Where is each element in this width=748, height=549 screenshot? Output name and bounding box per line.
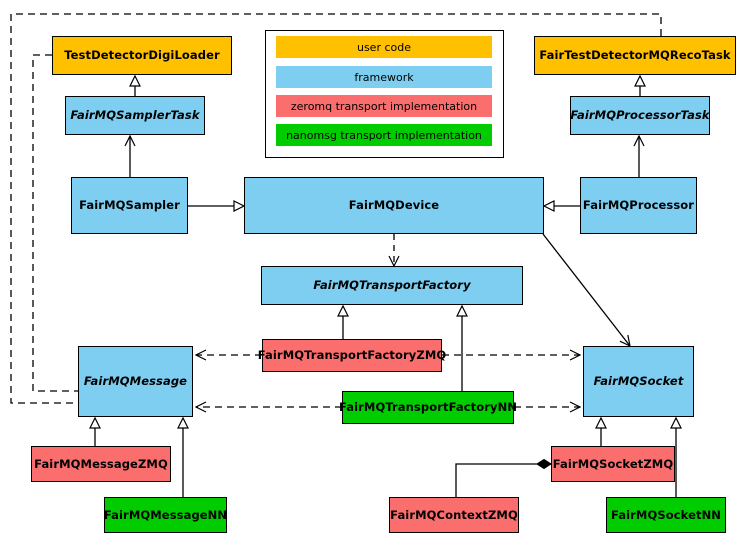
class-label: FairMQTransportFactoryNN bbox=[338, 400, 518, 415]
edge-device-to-socket bbox=[542, 233, 631, 348]
class-label: TestDetectorDigiLoader bbox=[64, 48, 220, 63]
legend-label-zeromq: zeromq transport implementation bbox=[290, 99, 478, 113]
class-label: FairMQSampler bbox=[79, 198, 180, 213]
class-label: FairMQContextZMQ bbox=[390, 507, 518, 522]
class-label: FairMQTransportFactory bbox=[313, 278, 471, 293]
class-box-fair-mq-message[interactable]: FairMQMessage bbox=[78, 346, 193, 417]
class-label: FairMQSamplerTask bbox=[70, 108, 200, 123]
class-label: FairMQDevice bbox=[348, 198, 440, 213]
class-label: FairMQSocketNN bbox=[610, 507, 722, 522]
class-label: FairMQMessageZMQ bbox=[34, 456, 168, 471]
class-label: FairMQProcessorTask bbox=[570, 108, 710, 123]
class-box-fair-mq-context-zmq[interactable]: FairMQContextZMQ bbox=[389, 497, 519, 533]
legend-swatch-user-code: user code bbox=[276, 36, 492, 58]
class-label: FairTestDetectorMQRecoTask bbox=[539, 48, 731, 63]
legend-label-framework: framework bbox=[354, 70, 414, 84]
class-box-fair-mq-message-zmq[interactable]: FairMQMessageZMQ bbox=[31, 446, 171, 482]
edge-socketzmq-composes-contextzmq bbox=[455, 458, 552, 497]
class-box-fair-mq-processor-task[interactable]: FairMQProcessorTask bbox=[570, 96, 710, 135]
class-box-fair-mq-socket[interactable]: FairMQSocket bbox=[583, 346, 694, 417]
legend-swatch-framework: framework bbox=[276, 66, 492, 88]
class-box-fair-mq-message-nn[interactable]: FairMQMessageNN bbox=[104, 497, 227, 533]
class-box-fair-mq-transport-factory[interactable]: FairMQTransportFactory bbox=[261, 266, 523, 305]
class-box-fair-mq-socket-zmq[interactable]: FairMQSocketZMQ bbox=[551, 446, 675, 482]
class-box-fair-test-detector-mq-reco-task[interactable]: FairTestDetectorMQRecoTask bbox=[534, 36, 736, 75]
class-box-test-detector-digi-loader[interactable]: TestDetectorDigiLoader bbox=[52, 36, 232, 75]
class-box-fair-mq-sampler[interactable]: FairMQSampler bbox=[71, 177, 188, 234]
legend-swatch-zeromq: zeromq transport implementation bbox=[276, 95, 492, 117]
class-box-fair-mq-socket-nn[interactable]: FairMQSocketNN bbox=[606, 497, 726, 533]
class-box-fair-mq-transport-factory-nn[interactable]: FairMQTransportFactoryNN bbox=[338, 391, 518, 424]
class-label: FairMQMessage bbox=[83, 374, 188, 389]
class-label: FairMQSocket bbox=[593, 374, 684, 389]
legend-label-nanomsg: nanomsg transport implementation bbox=[286, 128, 482, 142]
class-label: FairMQProcessor bbox=[582, 198, 695, 213]
class-label: FairMQSocketZMQ bbox=[552, 456, 674, 471]
edge-digiloader-to-message bbox=[32, 54, 188, 397]
class-box-fair-mq-device[interactable]: FairMQDevice bbox=[244, 177, 544, 234]
class-label: FairMQTransportFactoryZMQ bbox=[257, 348, 447, 363]
class-box-fair-mq-transport-factory-zmq[interactable]: FairMQTransportFactoryZMQ bbox=[258, 339, 446, 372]
class-box-fair-mq-processor[interactable]: FairMQProcessor bbox=[580, 177, 697, 234]
class-label: FairMQMessageNN bbox=[103, 507, 228, 522]
legend-label-user-code: user code bbox=[356, 40, 412, 54]
legend-swatch-nanomsg: nanomsg transport implementation bbox=[276, 124, 492, 146]
edge-recotask-to-message bbox=[10, 13, 662, 409]
class-box-fair-mq-sampler-task[interactable]: FairMQSamplerTask bbox=[65, 96, 205, 135]
